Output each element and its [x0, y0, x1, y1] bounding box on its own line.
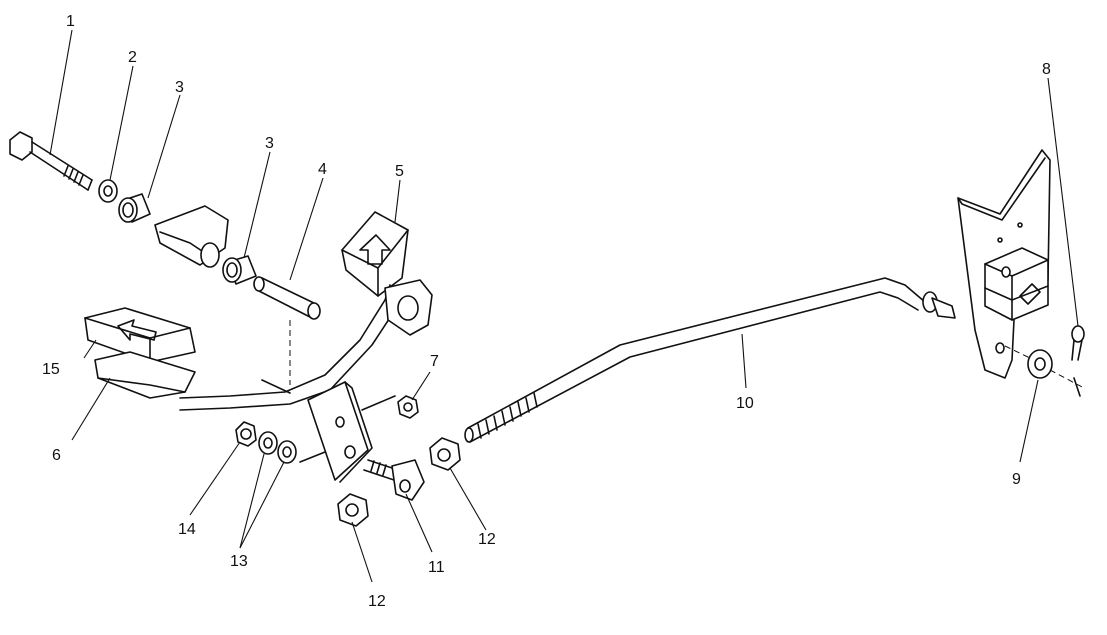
callout-7: 7	[430, 353, 439, 370]
callout-12-rod: 12	[478, 531, 496, 548]
part-washer-right	[1004, 345, 1085, 397]
part-pedal-pad-up	[341, 211, 409, 297]
callout-5: 5	[395, 163, 404, 180]
callout-12-lower: 12	[368, 593, 386, 610]
part-bushing-left	[118, 193, 151, 223]
part-spacer-tube	[253, 276, 321, 320]
arrow-up-icon	[359, 234, 391, 265]
arrow-left-icon	[117, 319, 157, 341]
callout-8: 8	[1042, 61, 1051, 78]
part-pedal-pad-left	[84, 307, 196, 363]
callout-1: 1	[66, 13, 75, 30]
part-swivel-block	[984, 247, 1049, 321]
part-lower-arm-plate	[299, 381, 396, 483]
part-nut-rod	[429, 437, 461, 471]
callout-14: 14	[178, 521, 196, 538]
callout-11: 11	[428, 559, 445, 576]
callout-4: 4	[318, 161, 327, 178]
leader-lines	[49, 29, 1079, 583]
callout-3-left: 3	[175, 79, 184, 96]
part-bushing-right	[222, 255, 257, 285]
callout-2: 2	[128, 49, 137, 66]
callout-6: 6	[52, 447, 61, 464]
part-nut-left	[235, 421, 257, 447]
callouts: 1 2 3 3 4 5 6 7 8 9 10 11 12 12 13 14 15	[42, 13, 1051, 610]
part-cotter-pin	[1071, 325, 1085, 361]
callout-13: 13	[230, 553, 248, 570]
part-washer-small	[98, 179, 118, 203]
callout-10: 10	[736, 395, 754, 412]
part-pedal-plate	[94, 351, 196, 399]
part-nut-lower	[337, 493, 369, 527]
callout-15: 15	[42, 361, 60, 378]
callout-9: 9	[1012, 471, 1021, 488]
part-nut-small	[397, 395, 419, 419]
part-washers-pair	[258, 431, 297, 464]
part-pivot-bracket	[154, 205, 229, 268]
callout-3-right: 3	[265, 135, 274, 152]
part-swivel-clevis	[363, 459, 425, 501]
part-bolt	[9, 131, 93, 191]
part-control-rod	[464, 277, 956, 443]
